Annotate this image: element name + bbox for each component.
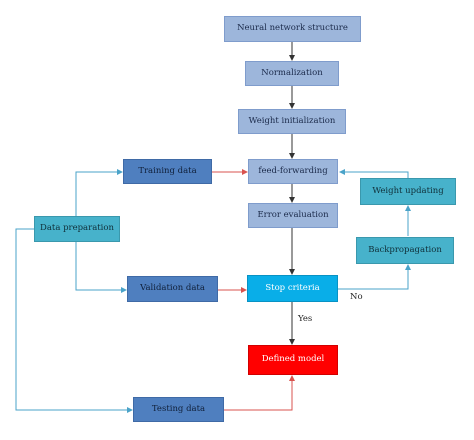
node-data-preparation: Data preparation (34, 216, 120, 242)
node-weight-updating: Weight updating (360, 178, 456, 205)
node-label: Error evaluation (257, 209, 329, 220)
node-label: Normalization (261, 67, 323, 78)
node-stop-criteria: Stop criteria (247, 275, 338, 302)
node-label: Testing data (151, 403, 206, 414)
node-label: Backpropagation (368, 244, 442, 255)
edge-label-no: No (350, 292, 363, 302)
arrow-weight-updating-to-feed-forwarding (339, 169, 409, 178)
node-defined-model: Defined model (248, 345, 338, 375)
node-label: Stop criteria (265, 282, 320, 293)
node-neural-network-structure: Neural network structure (224, 16, 361, 42)
arrow-data-prep-to-training (75, 169, 123, 216)
arrow-testing-to-defined-model (224, 375, 295, 411)
node-label: Data preparation (40, 223, 114, 234)
node-label: Neural network structure (237, 23, 348, 34)
node-label: feed-forwarding (258, 165, 328, 176)
arrow-stop-criteria-no-to-backprop (338, 264, 411, 290)
arrow-data-prep-to-validation (75, 242, 127, 293)
node-weight-initialization: Weight initialization (238, 109, 346, 134)
node-testing-data: Testing data (133, 397, 224, 422)
node-label: Defined model (261, 354, 325, 365)
node-label: Weight updating (372, 185, 444, 196)
edge-label-yes: Yes (298, 314, 313, 324)
node-validation-data: Validation data (127, 276, 218, 302)
node-normalization: Normalization (245, 61, 339, 86)
node-label: Validation data (140, 283, 205, 294)
node-feed-forwarding: feed-forwarding (248, 159, 338, 184)
arrow-data-prep-to-testing (15, 228, 133, 413)
node-error-evaluation: Error evaluation (248, 203, 338, 228)
node-label: Training data (138, 165, 197, 176)
node-label: Weight initialization (248, 115, 336, 126)
node-training-data: Training data (123, 159, 212, 184)
node-backpropagation: Backpropagation (356, 237, 454, 264)
